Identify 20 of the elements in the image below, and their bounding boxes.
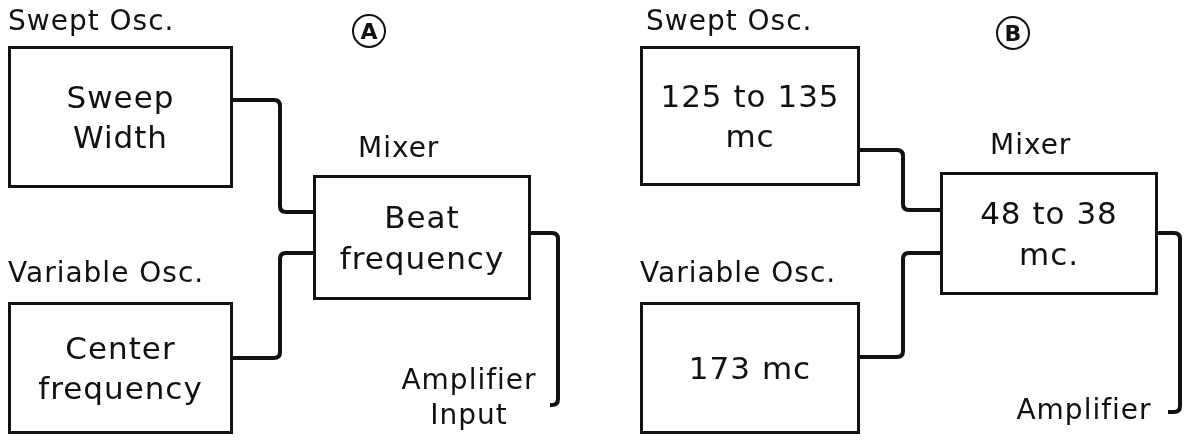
block-box: Sweep Width (8, 46, 233, 188)
block-box: 125 to 135 mc (640, 46, 860, 186)
output-label: Amplifier (1000, 392, 1168, 432)
block-heading: Swept Osc. (8, 4, 175, 37)
connector-line (233, 251, 313, 360)
block-heading: Mixer (990, 128, 1072, 161)
connector-line (860, 251, 940, 359)
output-label: Amplifier Input (388, 362, 550, 438)
connector-line (233, 98, 313, 214)
circled-letter: A (352, 14, 386, 48)
block-box: Beat frequency (313, 175, 531, 300)
block-heading: Variable Osc. (640, 256, 837, 289)
block-heading: Mixer (358, 131, 440, 164)
block-box: Center frequency (8, 302, 233, 434)
connector-line (860, 148, 940, 212)
block-heading: Variable Osc. (8, 256, 205, 289)
circled-letter: B (996, 16, 1030, 50)
block-heading: Swept Osc. (646, 4, 813, 37)
block-box: 48 to 38 mc. (940, 172, 1158, 295)
block-box: 173 mc (640, 302, 860, 434)
